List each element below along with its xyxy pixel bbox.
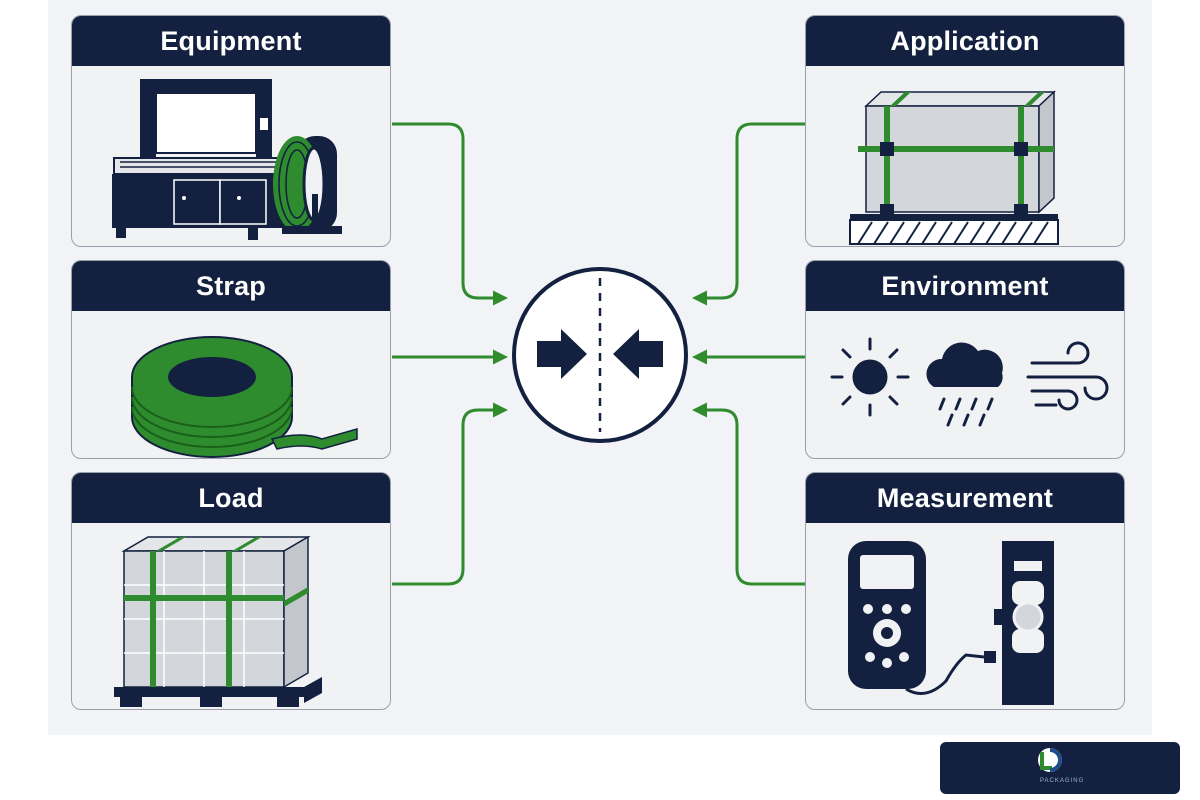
strapped-pallet-load-icon: [114, 535, 322, 707]
strapped-crate-icon: [849, 90, 1059, 245]
opposing-arrows-icon: [512, 267, 688, 443]
sun-icon: [830, 337, 910, 417]
brand-logo: [940, 742, 1180, 794]
card-title-environment: Environment: [806, 261, 1124, 311]
card-measurement: Measurement: [805, 472, 1125, 710]
card-strap: Strap: [71, 260, 391, 459]
card-title-measurement: Measurement: [806, 473, 1124, 523]
connector-measurement: [692, 402, 806, 586]
connector-application: [692, 122, 806, 306]
card-title-equipment: Equipment: [72, 16, 390, 66]
strapping-machine-icon: [112, 79, 342, 240]
load-cell-icon: [994, 541, 1054, 705]
card-application: Application: [805, 15, 1125, 247]
strap-coil-icon: [131, 336, 358, 458]
card-title-application: Application: [806, 16, 1124, 66]
card-environment: Environment: [805, 260, 1125, 459]
weather-icons: [830, 337, 1109, 427]
logo-wordmark: PACKAGING: [1040, 778, 1085, 784]
tension-meter-icon: [848, 541, 1054, 705]
card-title-load: Load: [72, 473, 390, 523]
rain-cloud-icon: [926, 342, 1003, 427]
handheld-meter-icon: [848, 541, 926, 689]
card-equipment: Equipment: [71, 15, 391, 247]
wind-icon: [1026, 341, 1109, 411]
card-title-strap: Strap: [72, 261, 390, 311]
card-load: Load: [71, 472, 391, 710]
logo-mark-icon: [1038, 748, 1062, 772]
connector-equipment: [392, 122, 508, 306]
connector-load: [392, 402, 508, 586]
